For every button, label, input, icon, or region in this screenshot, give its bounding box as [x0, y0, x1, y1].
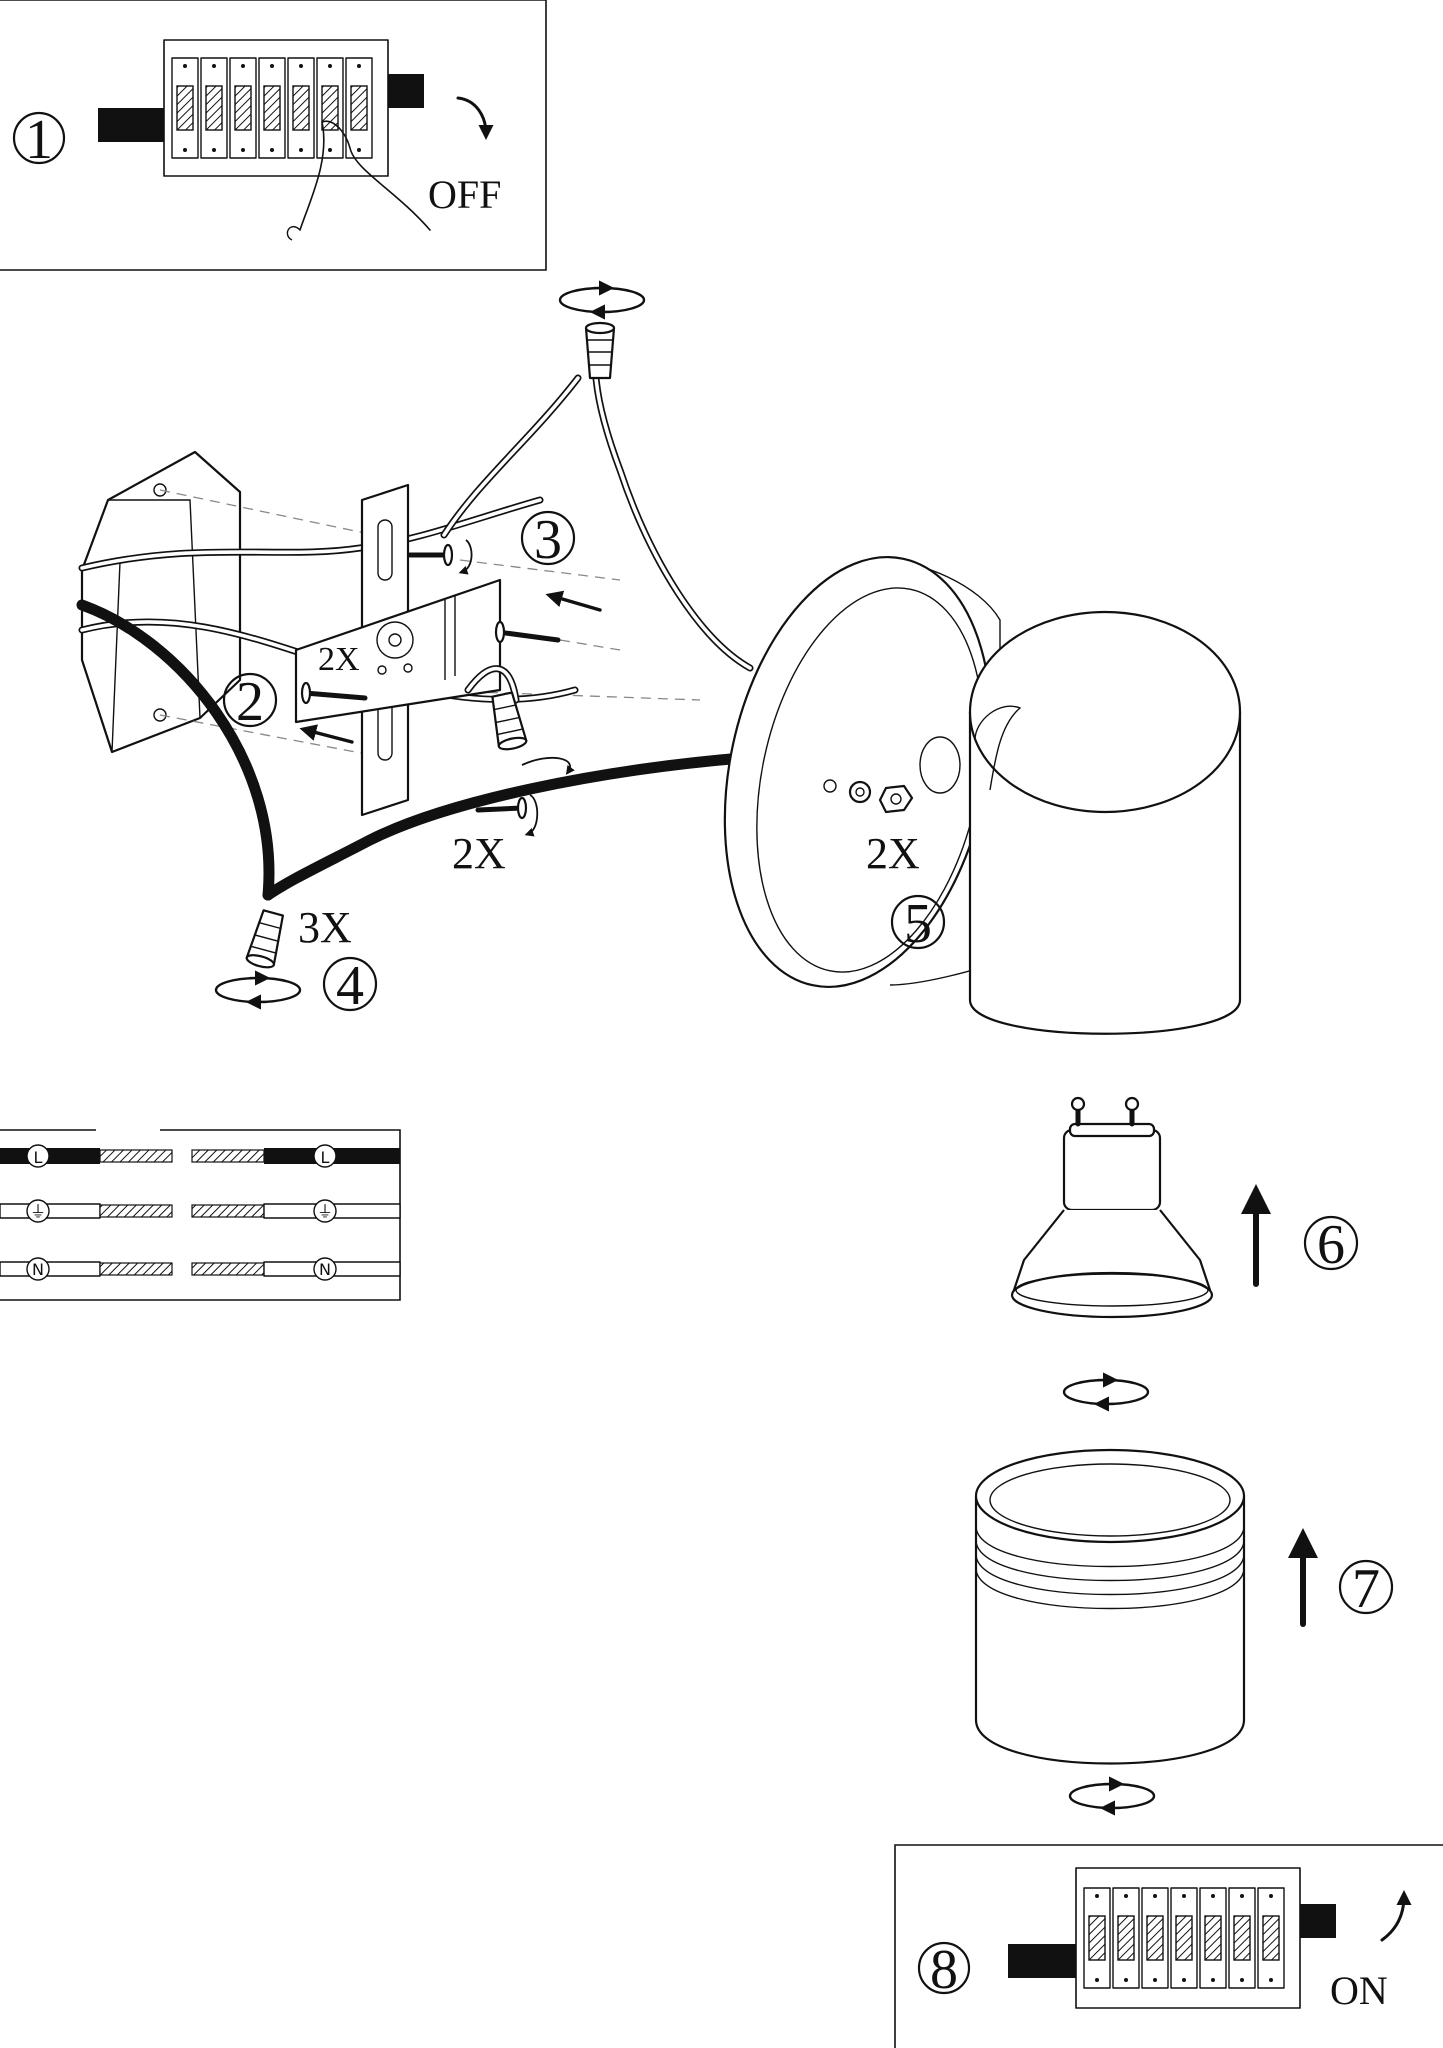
- step4-quantity-label: 3X: [298, 903, 352, 952]
- step8-number: 8: [930, 1939, 958, 2001]
- rotate-arrow-icon: [1064, 1380, 1148, 1404]
- lens-ring: [974, 1448, 1246, 1765]
- step2-number: 2: [236, 671, 264, 733]
- gu10-bulb: [1010, 1096, 1214, 1319]
- bottom-wirenut-icon: [244, 908, 288, 971]
- push-arrow-icon: [545, 590, 602, 612]
- bracket-screw-right: [494, 620, 561, 644]
- legend-earth-left: ⏚: [30, 1202, 46, 1221]
- step1-panel: 1 OFF: [0, 0, 547, 271]
- step2-quantity-label: 2X: [318, 641, 360, 678]
- step5-number: 5: [904, 893, 932, 955]
- step1-number: 1: [25, 109, 53, 171]
- on-arrow-icon: [1380, 1890, 1412, 1942]
- rotate-arrow-icon: [560, 288, 644, 312]
- rotate-arrow-icon: [458, 539, 473, 575]
- step5-quantity-label: 2X: [866, 829, 920, 878]
- screws-quantity-label: 2X: [452, 829, 506, 878]
- step7-number: 7: [1352, 1558, 1380, 1620]
- mounting-bracket: [294, 483, 502, 817]
- lamp-cable: [262, 752, 748, 901]
- legend-neutral-left: N: [32, 1260, 44, 1279]
- step8-panel: 8 ON: [894, 1844, 1443, 2048]
- step3-number: 3: [534, 509, 562, 571]
- rotate-arrow-icon: [1070, 1784, 1154, 1808]
- step4-number: 4: [336, 955, 364, 1017]
- wiring-legend: L L ⏚ ⏚ N N: [0, 1129, 401, 1301]
- rotate-arrow-icon: [521, 757, 575, 775]
- push-arrow-icon: [299, 724, 354, 744]
- lamp-body: [919, 610, 1242, 1035]
- step6-number: 6: [1317, 1214, 1345, 1276]
- step8-on-label: ON: [1330, 1968, 1388, 2013]
- legend-live-left: L: [34, 1148, 43, 1167]
- legend-neutral-right: N: [319, 1260, 331, 1279]
- top-wirenut-icon: [584, 321, 616, 380]
- off-arrow-icon: [456, 96, 494, 140]
- lamp-screw: [475, 796, 528, 820]
- earth-cable: [76, 599, 275, 901]
- step1-off-label: OFF: [428, 172, 501, 217]
- rotate-arrow-icon: [524, 794, 539, 837]
- step1-circuit-breaker-icon: [98, 39, 431, 241]
- legend-live-right: L: [321, 1148, 330, 1167]
- step8-circuit-breaker-icon: [1008, 1867, 1336, 2009]
- bracket-screw-top: [407, 543, 454, 567]
- bracket-screw-left: [300, 681, 368, 705]
- legend-earth-right: ⏚: [317, 1202, 333, 1221]
- rotate-arrow-icon: [216, 978, 300, 1002]
